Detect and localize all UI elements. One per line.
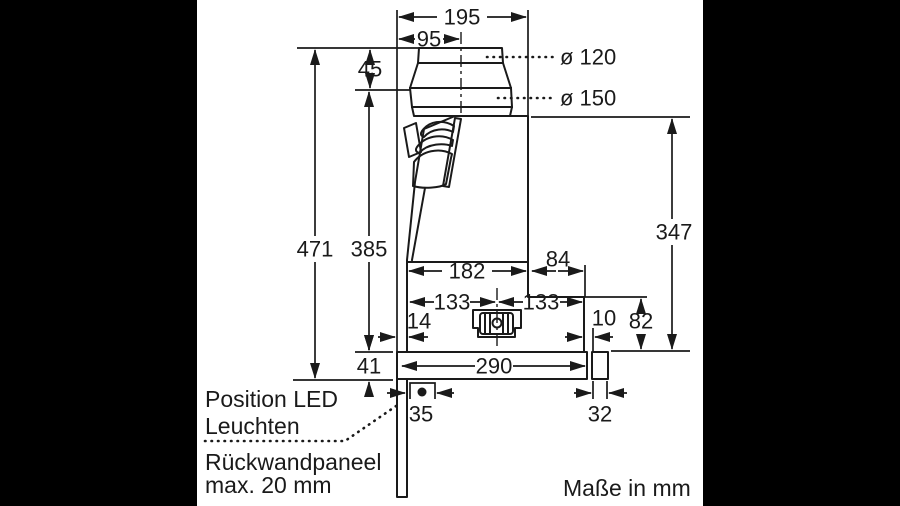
damper-flap-assembly	[403, 117, 462, 189]
leader-lines	[203, 55, 557, 443]
dim-top-width: 195	[444, 5, 481, 30]
label-led-position-line2: Leuchten	[205, 413, 300, 439]
dim-visor-thickness: 41	[357, 354, 381, 379]
dim-right-height: 347	[656, 220, 693, 245]
diagram-paper: 195 95 45 471 385 347 182 84 133 133 14 …	[197, 0, 703, 506]
reference-lines	[293, 10, 690, 399]
dim-visor-length: 290	[476, 354, 513, 379]
dim-center-left: 133	[434, 290, 471, 315]
dim-led-offset: 35	[409, 402, 433, 427]
dim-adapter-height: 45	[358, 57, 382, 82]
vane-upper	[419, 120, 455, 138]
dim-lower-height: 82	[629, 309, 653, 334]
label-dia-120: ø 120	[560, 45, 616, 70]
label-back-panel-line1: Rückwandpaneel	[205, 449, 381, 475]
flap-front-strip	[442, 117, 462, 188]
dim-front-gap: 10	[592, 306, 616, 331]
dimension-lines	[310, 12, 677, 398]
dim-front-cap: 32	[588, 402, 612, 427]
diameter-labels: ø 120 ø 150	[560, 45, 616, 111]
dim-body-height: 385	[351, 237, 388, 262]
dim-total-height: 471	[297, 237, 334, 262]
label-back-panel-line2: max. 20 mm	[205, 472, 332, 498]
dim-duct-offset: 95	[417, 27, 441, 52]
led-leader-line	[203, 402, 401, 443]
dim-body-depth: 182	[449, 259, 486, 284]
back-wall-panel	[396, 378, 408, 498]
led-marker	[409, 382, 436, 399]
label-led-position-line1: Position LED	[205, 386, 338, 412]
dim-back-gap: 14	[407, 309, 431, 334]
dim-front-extension: 84	[546, 247, 570, 272]
bottom-visor	[396, 351, 609, 380]
label-units-note: Maße in mm	[563, 475, 691, 501]
dim-center-right: 133	[523, 290, 560, 315]
duct-adapter	[409, 47, 513, 117]
label-dia-150: ø 150	[560, 86, 616, 111]
hood-dimension-diagram: 195 95 45 471 385 347 182 84 133 133 14 …	[203, 5, 693, 501]
vane-middle	[414, 135, 454, 154]
dimension-texts: 195 95 45 471 385 347 182 84 133 133 14 …	[297, 5, 693, 427]
annotation-texts: Position LED Leuchten Rückwandpaneel max…	[205, 386, 691, 501]
led-dot	[417, 387, 427, 397]
